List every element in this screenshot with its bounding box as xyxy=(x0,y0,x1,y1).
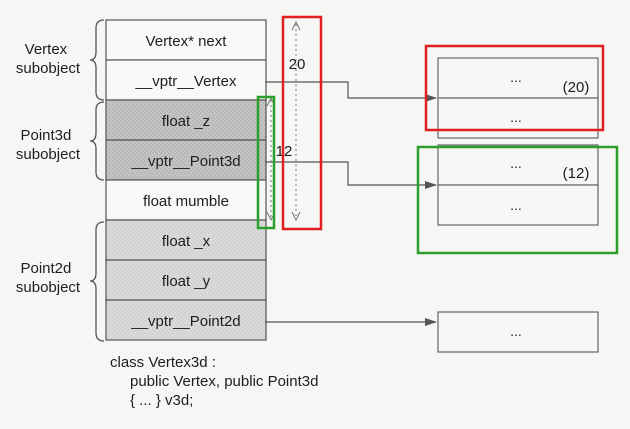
group-label-point3d: Point3d subobject xyxy=(16,127,81,163)
brace-point3d xyxy=(89,101,105,181)
cell-box xyxy=(105,139,267,181)
vtable-point3d-row1: ... xyxy=(510,155,522,171)
vtable-vertex-row2: ... xyxy=(510,109,522,125)
cell-box xyxy=(105,19,267,61)
vtable-point3d-row2: ... xyxy=(510,197,522,213)
cell-box xyxy=(105,99,267,141)
cell-box xyxy=(105,179,267,221)
caption-line-2: public Vertex, public Point3d xyxy=(130,373,319,390)
cell-label: Vertex* next xyxy=(146,33,228,50)
cell-label: float _x xyxy=(162,233,211,250)
cell-label: __vptr__Point3d xyxy=(130,153,240,170)
vtable-point2d: ... xyxy=(437,311,599,353)
vptr-point3d-arrow xyxy=(265,161,437,189)
cell-label: __vptr__Point2d xyxy=(130,313,240,330)
vtable-point3d: ... (12) ... xyxy=(437,144,599,226)
offset-dimension-outer: 20 xyxy=(289,20,306,222)
cell-box xyxy=(105,299,267,341)
brace-vertex xyxy=(89,19,105,101)
vptr-vertex-arrow xyxy=(265,81,437,102)
vtable-point3d-offset: (12) xyxy=(563,165,590,182)
cell-box xyxy=(105,219,267,261)
caption-line-1: class Vertex3d : xyxy=(110,354,216,371)
cell-label: float mumble xyxy=(143,193,229,210)
highlight-red-vtable xyxy=(424,44,605,132)
cell-label: float _z xyxy=(162,113,210,130)
cell-label: float _y xyxy=(162,273,211,290)
vtable-point2d-row1: ... xyxy=(510,323,522,339)
vtable-vertex-offset: (20) xyxy=(563,79,590,96)
cell-label: __vptr__Vertex xyxy=(135,73,237,90)
class-declaration-caption: class Vertex3d : public Vertex, public P… xyxy=(110,353,318,410)
group-label-point2d: Point2d subobject xyxy=(16,260,81,296)
offset-label-outer: 20 xyxy=(289,56,306,73)
offset-dimension-inner: 12 xyxy=(266,96,292,222)
highlight-green-offset xyxy=(256,95,276,230)
group-label-vertex: Vertex subobject xyxy=(16,41,81,77)
caption-line-3: { ... } v3d; xyxy=(130,392,194,409)
vtable-vertex-row1: ... xyxy=(510,69,522,85)
cell-box xyxy=(105,259,267,301)
highlight-red-offset xyxy=(281,15,323,231)
vtable-vertex: ... (20) ... xyxy=(437,57,599,139)
cell-box xyxy=(105,59,267,101)
brace-point2d xyxy=(89,221,105,342)
highlight-green-vtable xyxy=(416,145,619,255)
